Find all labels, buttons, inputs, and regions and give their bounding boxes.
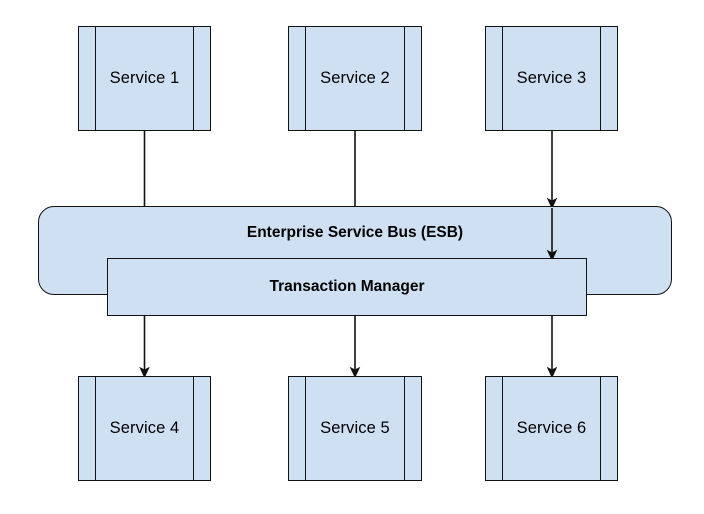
component-left-bar-icon <box>305 27 306 130</box>
component-right-bar-icon <box>404 27 405 130</box>
component-right-bar-icon <box>193 377 194 480</box>
component-left-bar-icon <box>305 377 306 480</box>
component-left-bar-icon <box>95 27 96 130</box>
node-service-5[interactable]: Service 5 <box>288 376 422 481</box>
node-service-1[interactable]: Service 1 <box>78 26 211 131</box>
node-label: Transaction Manager <box>269 278 425 295</box>
component-right-bar-icon <box>193 27 194 130</box>
node-service-4[interactable]: Service 4 <box>78 376 211 481</box>
node-label: Service 5 <box>320 419 390 437</box>
component-right-bar-icon <box>600 377 601 480</box>
component-left-bar-icon <box>502 27 503 130</box>
component-right-bar-icon <box>600 27 601 130</box>
component-right-bar-icon <box>404 377 405 480</box>
node-transaction-manager[interactable]: Transaction Manager <box>107 258 587 316</box>
node-service-2[interactable]: Service 2 <box>288 26 422 131</box>
component-left-bar-icon <box>502 377 503 480</box>
node-label: Service 1 <box>109 69 180 87</box>
component-left-bar-icon <box>95 377 96 480</box>
node-label: Service 2 <box>320 69 390 87</box>
node-service-6[interactable]: Service 6 <box>485 376 618 481</box>
node-label: Service 6 <box>516 419 587 437</box>
node-label: Enterprise Service Bus (ESB) <box>246 224 464 241</box>
node-service-3[interactable]: Service 3 <box>485 26 618 131</box>
node-label: Service 3 <box>516 69 587 87</box>
node-label: Service 4 <box>109 419 180 437</box>
